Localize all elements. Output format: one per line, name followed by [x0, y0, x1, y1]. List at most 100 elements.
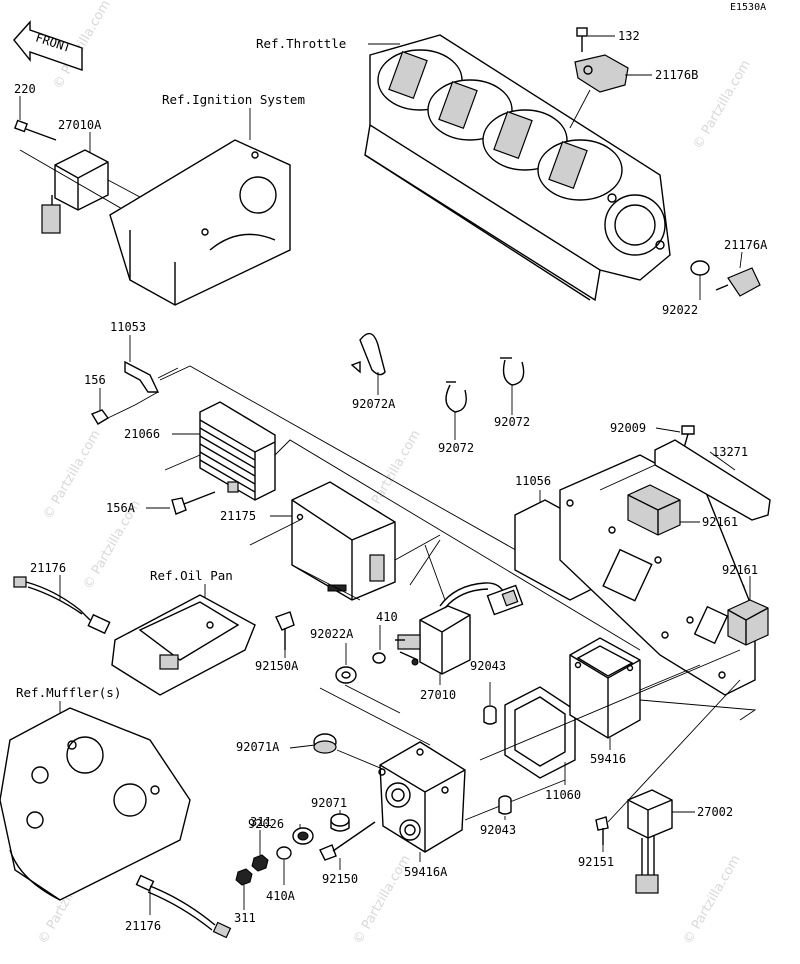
- part-label-92161-top: 92161: [702, 515, 738, 529]
- leader-line: [107, 367, 179, 419]
- leader-line: [479, 649, 741, 761]
- starter-relay-27010-illustration: [395, 582, 524, 675]
- clip-92072-right-icon: [500, 357, 525, 386]
- part-label-59416A: 59416A: [404, 865, 448, 879]
- part-label-311-top: 311: [250, 815, 272, 829]
- leader-line: [336, 749, 566, 821]
- washer-92022-icon: [690, 260, 710, 276]
- muffler-illustration: [0, 707, 191, 901]
- part-label-92071A: 92071A: [236, 740, 280, 754]
- block-59416A-illustration: [378, 741, 466, 853]
- part-label-132: 132: [618, 29, 640, 43]
- part-label-92071: 92071: [311, 796, 347, 810]
- ref-throttle: Ref.Throttle: [256, 36, 346, 51]
- part-label-92151: 92151: [578, 855, 614, 869]
- leader-line: [249, 519, 441, 601]
- part-label-11053: 11053: [110, 320, 146, 334]
- part-label-11060: 11060: [545, 788, 581, 802]
- regulator-21066-illustration: [199, 401, 276, 501]
- bolt-92150-icon: [319, 821, 376, 861]
- part-label-156: 156: [84, 373, 106, 387]
- damper-92161-bottom-icon: [727, 599, 769, 646]
- leader-line: [319, 684, 431, 746]
- part-label-27010A: 27010A: [58, 118, 102, 132]
- part-label-92043-bottom: 92043: [480, 823, 516, 837]
- part-label-92022A: 92022A: [310, 627, 354, 641]
- sensor-21176B-icon: [574, 54, 629, 93]
- collar-92043-bottom-icon: [498, 795, 512, 815]
- box-59416-illustration: [569, 637, 641, 739]
- screw-92009-icon: [681, 425, 695, 449]
- part-label-92072-left: 92072: [438, 441, 474, 455]
- front-arrow-icon: FRONT: [13, 20, 83, 71]
- leader-line: [289, 744, 316, 749]
- part-label-92161-bottom: 92161: [722, 563, 758, 577]
- part-label-11056: 11056: [515, 474, 551, 488]
- watermark-text: © Partzilla.com: [690, 58, 753, 152]
- washer-410-icon: [372, 652, 386, 664]
- part-label-410A: 410A: [266, 889, 296, 903]
- plug-92071-icon: [330, 813, 350, 832]
- leader-line: [709, 451, 736, 471]
- sensor-21176-top-icon: [13, 576, 111, 635]
- part-label-92072A: 92072A: [352, 397, 396, 411]
- ignition-bracket-illustration: [109, 139, 291, 306]
- damper-92161-top-icon: [627, 484, 681, 536]
- clip-92072-left-icon: [445, 381, 467, 413]
- clip-92072A-icon: [350, 332, 386, 376]
- bolt-92151-icon: [595, 816, 609, 845]
- part-label-59416: 59416: [590, 752, 626, 766]
- washer-92022A-icon: [335, 666, 357, 684]
- diagram-code: E1530A: [730, 2, 766, 13]
- part-label-27002: 27002: [697, 805, 733, 819]
- part-label-92150A: 92150A: [255, 659, 299, 673]
- part-label-21176A: 21176A: [724, 238, 768, 252]
- cap-92071A-icon: [313, 733, 337, 754]
- part-label-92072-right: 92072: [494, 415, 530, 429]
- leader-line: [639, 664, 757, 721]
- part-label-21176-bottom: 21176: [125, 919, 161, 933]
- throttle-body-illustration: [364, 34, 671, 302]
- part-label-21175: 21175: [220, 509, 256, 523]
- part-label-92150: 92150: [322, 872, 358, 886]
- relay-27010A-icon: [41, 149, 109, 234]
- watermark-text: © Partzilla.com: [680, 853, 743, 947]
- bolt-220-icon: [14, 119, 57, 141]
- ref-mufflers: Ref.Muffler(s): [16, 685, 121, 700]
- ref-ignition-system: Ref.Ignition System: [162, 92, 305, 107]
- sensor-21176-bottom-icon: [135, 874, 232, 939]
- part-label-13271: 13271: [712, 445, 748, 459]
- part-label-21176B: 21176B: [655, 68, 698, 82]
- part-label-311-bottom: 311: [234, 911, 256, 925]
- leader-line: [655, 427, 681, 433]
- collar-92043-top-icon: [483, 705, 497, 725]
- part-label-92022: 92022: [662, 303, 698, 317]
- bolt-156A-icon: [171, 491, 216, 515]
- bracket-11053-icon: [124, 360, 160, 393]
- bolt-156-icon: [90, 409, 110, 425]
- leader-line: [164, 454, 201, 471]
- part-label-92009: 92009: [610, 421, 646, 435]
- sensor-21176A-icon: [715, 267, 761, 297]
- part-label-92026: 92026: [248, 817, 284, 831]
- mounting-plate-11056-illustration: [514, 454, 756, 696]
- leader-line: [274, 439, 641, 651]
- nut-311-top-icon: [251, 854, 269, 872]
- gasket-11060-illustration: [504, 686, 576, 779]
- bolt-132-icon: [576, 27, 588, 52]
- washer-410A-icon: [276, 846, 292, 860]
- leader-line: [599, 464, 656, 491]
- watermark-text: © Partzilla.com: [40, 428, 103, 522]
- part-label-156A: 156A: [106, 501, 136, 515]
- leader-line: [739, 251, 743, 269]
- leader-line: [607, 679, 741, 823]
- part-label-92043-top: 92043: [470, 659, 506, 673]
- part-label-27010: 27010: [420, 688, 456, 702]
- relay-27002-icon: [627, 789, 673, 894]
- part-label-410: 410: [376, 610, 398, 624]
- leader-line: [569, 89, 591, 129]
- leader-line: [409, 539, 446, 601]
- leader-line: [159, 365, 561, 576]
- bolt-92150A-icon: [275, 611, 295, 650]
